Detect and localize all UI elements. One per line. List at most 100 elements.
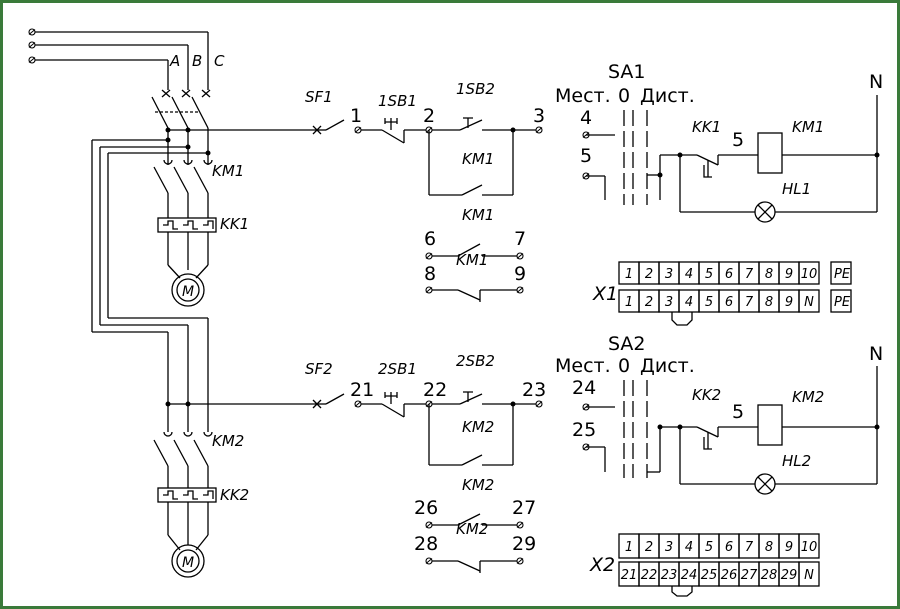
terminal-cell-label: 24 bbox=[681, 568, 698, 583]
kk1-contact-icon bbox=[696, 154, 719, 178]
supply-terminal-icon bbox=[28, 56, 36, 64]
sa1-dist: Дист. bbox=[640, 85, 695, 107]
node-5: 5 bbox=[580, 145, 592, 167]
phase-c-label: C bbox=[214, 52, 225, 70]
terminal-cell-label: 10 bbox=[801, 267, 818, 282]
kk2-thermal-relay-icon bbox=[157, 487, 217, 503]
supply-terminal-icon bbox=[28, 41, 36, 49]
terminal-cell bbox=[798, 261, 820, 285]
terminal-cell-label: 6 bbox=[725, 267, 733, 282]
node-21: 21 bbox=[350, 379, 374, 401]
km1-aux-label: KM1 bbox=[462, 206, 494, 224]
terminal-cell-label: 1 bbox=[625, 267, 633, 282]
svg-text:M: M bbox=[182, 555, 194, 571]
node-26: 26 bbox=[414, 497, 438, 519]
svg-text:M: M bbox=[182, 284, 194, 300]
node-23: 23 bbox=[522, 379, 546, 401]
terminal-cell-label: 28 bbox=[761, 568, 778, 583]
node-7: 7 bbox=[514, 228, 526, 250]
node-8: 8 bbox=[424, 263, 436, 285]
node-5-coil: 5 bbox=[732, 129, 744, 151]
node-9: 9 bbox=[514, 263, 526, 285]
terminal-cell-label: 5 bbox=[705, 540, 713, 555]
node-1: 1 bbox=[350, 105, 362, 127]
terminal-cell-label: 3 bbox=[665, 295, 673, 310]
sa2-label: SA2 bbox=[608, 333, 646, 355]
terminal-cell-label: N bbox=[804, 568, 814, 583]
sf2-label: SF2 bbox=[305, 360, 333, 378]
km2-coil-icon bbox=[757, 404, 783, 446]
node-6: 6 bbox=[424, 228, 436, 250]
terminal-cell-label: 2 bbox=[645, 267, 653, 282]
km2-hold-label: KM2 bbox=[462, 418, 494, 436]
terminal-cell-label: 1 bbox=[625, 540, 633, 555]
km2-aux-label-2: KM2 bbox=[456, 520, 488, 538]
neutral-1-label: N bbox=[869, 71, 883, 93]
terminal-cell-label: 9 bbox=[785, 540, 793, 555]
sa2-dist: Дист. bbox=[640, 355, 695, 377]
kk1-thermal-relay-icon bbox=[157, 217, 217, 233]
sa1-label: SA1 bbox=[608, 61, 646, 83]
terminal-cell-label: 26 bbox=[721, 568, 738, 583]
sb2-1-label: 1SB2 bbox=[456, 80, 495, 98]
kk1-control-label: KK1 bbox=[692, 118, 721, 136]
terminal-cell-label: 10 bbox=[801, 540, 818, 555]
hl1-label: HL1 bbox=[782, 180, 811, 198]
terminal-cell-label: 7 bbox=[745, 267, 754, 282]
terminal-cell bbox=[798, 561, 820, 587]
sf1-label: SF1 bbox=[305, 88, 333, 106]
terminal-cell-label: 27 bbox=[741, 568, 758, 583]
terminal-cell bbox=[798, 289, 820, 313]
control-circuit-1: SF1 1 1SB1 2 1SB2 3 KM1 KM1 6 bbox=[305, 61, 883, 302]
hl1-lamp-icon bbox=[754, 201, 776, 223]
hl2-lamp-icon bbox=[754, 473, 776, 495]
node-28: 28 bbox=[414, 533, 438, 555]
km2-power-label: KM2 bbox=[212, 432, 244, 450]
terminal-cell-label: 4 bbox=[685, 267, 693, 282]
terminal-cell-label: 8 bbox=[765, 295, 773, 310]
x1-label: X1 bbox=[592, 283, 618, 305]
node-25: 25 bbox=[572, 419, 596, 441]
terminal-cell-label: 3 bbox=[665, 267, 673, 282]
km1-hold-label: KM1 bbox=[462, 150, 494, 168]
km1-aux-label-2: KM1 bbox=[456, 251, 488, 269]
terminal-cell-label: 2 bbox=[645, 295, 653, 310]
power-circuit: A B C bbox=[28, 28, 318, 578]
sa2-zero: 0 bbox=[618, 355, 630, 377]
node-29: 29 bbox=[512, 533, 536, 555]
kk2-label: KK2 bbox=[220, 486, 249, 504]
neutral-2-label: N bbox=[869, 343, 883, 365]
km2-coil-label: KM2 bbox=[792, 388, 824, 406]
node-22: 22 bbox=[423, 379, 447, 401]
hl2-label: HL2 bbox=[782, 452, 811, 470]
terminal-cell-label: 9 bbox=[785, 295, 793, 310]
sb1-2-label: 2SB1 bbox=[378, 360, 417, 378]
terminal-cell-label: 9 bbox=[785, 267, 793, 282]
sf1-breaker-icon bbox=[312, 119, 345, 135]
terminal-cell-label: 3 bbox=[665, 540, 673, 555]
km1-coil-icon bbox=[757, 132, 783, 174]
phase-a-label: A bbox=[169, 52, 180, 70]
motor-2-icon: M bbox=[171, 544, 205, 578]
kk2-control-label: KK2 bbox=[692, 386, 721, 404]
terminal-cell-label: 8 bbox=[765, 267, 773, 282]
terminal-cell-label: 2 bbox=[645, 540, 653, 555]
sb2-2-label: 2SB2 bbox=[456, 352, 495, 370]
control-circuit-2: SF2 21 2SB1 22 2SB2 23 KM2 KM2 26 bbox=[305, 333, 883, 573]
node-2: 2 bbox=[423, 105, 435, 127]
node-5-coil-2: 5 bbox=[732, 401, 744, 423]
km2-contacts-icon bbox=[153, 431, 213, 467]
main-switch-icon bbox=[151, 89, 211, 129]
sa1-mest: Мест. bbox=[555, 85, 611, 107]
x1-pe-bottom: PE bbox=[834, 295, 851, 310]
x1-pe-top: PE bbox=[834, 267, 851, 282]
node-3: 3 bbox=[533, 105, 545, 127]
sb1-2-stop-button-icon bbox=[381, 392, 405, 418]
km1-coil-label: KM1 bbox=[792, 118, 824, 136]
terminal-cell-label: 4 bbox=[685, 295, 693, 310]
terminal-cell bbox=[798, 533, 820, 559]
km1-power-label: KM1 bbox=[212, 162, 244, 180]
node-4: 4 bbox=[580, 107, 592, 129]
terminal-cell-label: 4 bbox=[685, 540, 693, 555]
